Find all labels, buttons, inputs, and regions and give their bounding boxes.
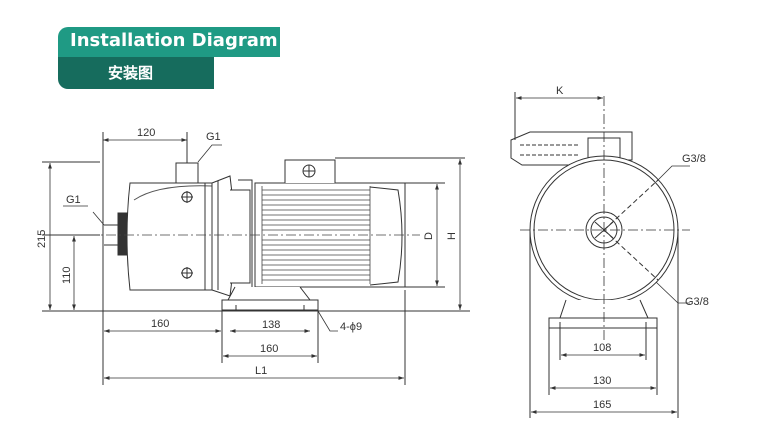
banner-subtitle: 安装图	[108, 64, 154, 82]
dim-160-left-label: 160	[151, 318, 169, 330]
dim-h-label: H	[446, 232, 458, 240]
g1-top-label: G1	[206, 131, 221, 143]
dim-165-label: 165	[593, 399, 611, 411]
dim-160-feet-label: 160	[260, 343, 278, 355]
g1-left-label: G1	[66, 194, 81, 206]
side-view-labels: 120 G1 G1 215 110 D H 160 138 4-ϕ9 160 L…	[36, 127, 458, 377]
title-banner-top: Installation Diagram	[58, 27, 280, 57]
pump-casing	[126, 182, 213, 291]
holes-label: 4-ϕ9	[340, 321, 362, 333]
side-view	[42, 132, 470, 385]
g38-top-label: G3/8	[682, 153, 706, 165]
dim-k-label: K	[556, 85, 564, 97]
dim-130-label: 130	[593, 375, 611, 387]
inlet-flange	[117, 212, 128, 256]
g38-bottom-label: G3/8	[685, 296, 709, 308]
dim-d-label: D	[423, 232, 435, 240]
dim-110-label: 110	[61, 266, 73, 284]
outlet-pipe	[175, 143, 199, 184]
title-banner: Installation Diagram 安装图	[58, 27, 280, 89]
title-banner-bottom: 安装图	[58, 57, 214, 89]
dim-138-label: 138	[262, 319, 280, 331]
side-view-dimensions	[48, 138, 462, 380]
pump-base	[227, 286, 312, 301]
dim-215-label: 215	[36, 230, 48, 248]
banner-title: Installation Diagram	[70, 30, 278, 51]
end-view	[510, 92, 690, 418]
dim-l1-label: L1	[255, 365, 267, 377]
dim-108-label: 108	[593, 342, 611, 354]
cooling-fins	[261, 186, 371, 284]
end-view-labels: K G3/8 G3/8 108 130 165	[556, 85, 709, 411]
dim-120-label: 120	[137, 127, 155, 139]
end-view-dimensions	[516, 96, 690, 414]
